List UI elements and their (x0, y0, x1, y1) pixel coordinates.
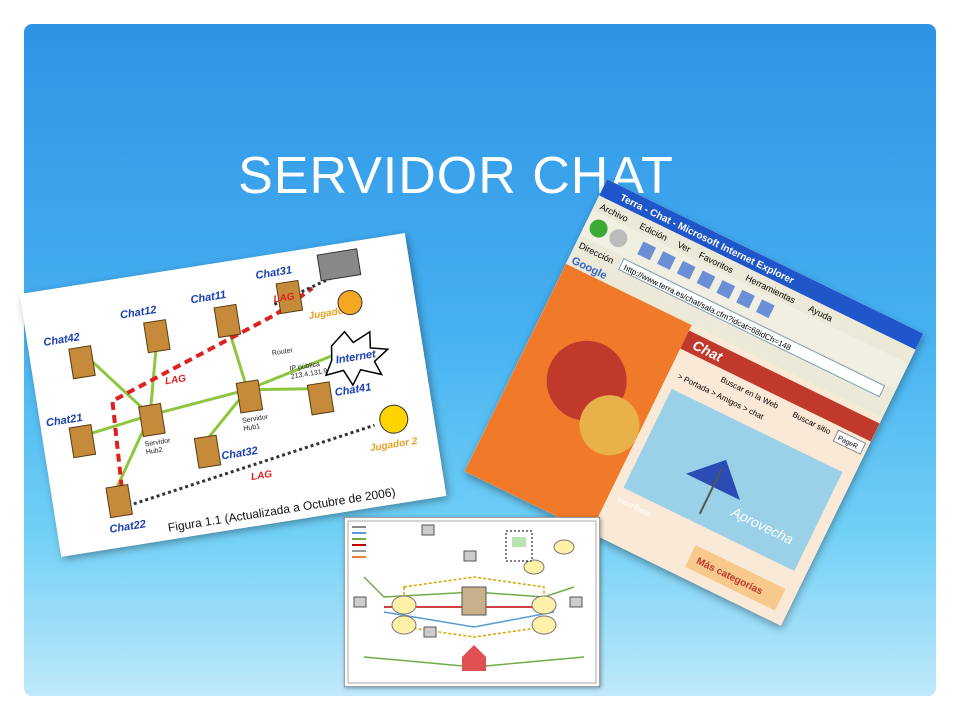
svg-text:Hub1: Hub1 (243, 423, 261, 433)
node-chat21: Chat21 (45, 412, 83, 430)
slide-title: SERVIDOR CHAT (238, 147, 674, 205)
svg-text:LAG: LAG (164, 373, 187, 387)
node-chat22: Chat22 (109, 518, 147, 536)
svg-text:Servidor: Servidor (242, 414, 270, 425)
architecture-diagram-image (344, 517, 600, 687)
svg-text:Servidor: Servidor (144, 437, 172, 448)
node-chat31: Chat31 (255, 264, 293, 282)
node-chat12: Chat12 (119, 304, 157, 322)
network-diagram-image: Chat42 Chat12 Chat11 Chat31 Chat21 Chat2… (19, 233, 447, 557)
svg-text:Hub2: Hub2 (145, 447, 163, 457)
browser-screenshot-image: Terra - Chat - Microsoft Internet Explor… (464, 179, 924, 626)
node-chat42: Chat42 (43, 331, 81, 349)
svg-text:IP pública: IP pública (289, 361, 320, 373)
node-chat11: Chat11 (190, 289, 227, 306)
svg-text:LAG: LAG (273, 291, 296, 305)
svg-text:Ver: Ver (676, 239, 693, 254)
svg-text:LAG: LAG (250, 469, 273, 483)
svg-text:Router: Router (272, 347, 295, 357)
node-chat32: Chat32 (221, 445, 259, 463)
node-chat41: Chat41 (334, 381, 372, 399)
